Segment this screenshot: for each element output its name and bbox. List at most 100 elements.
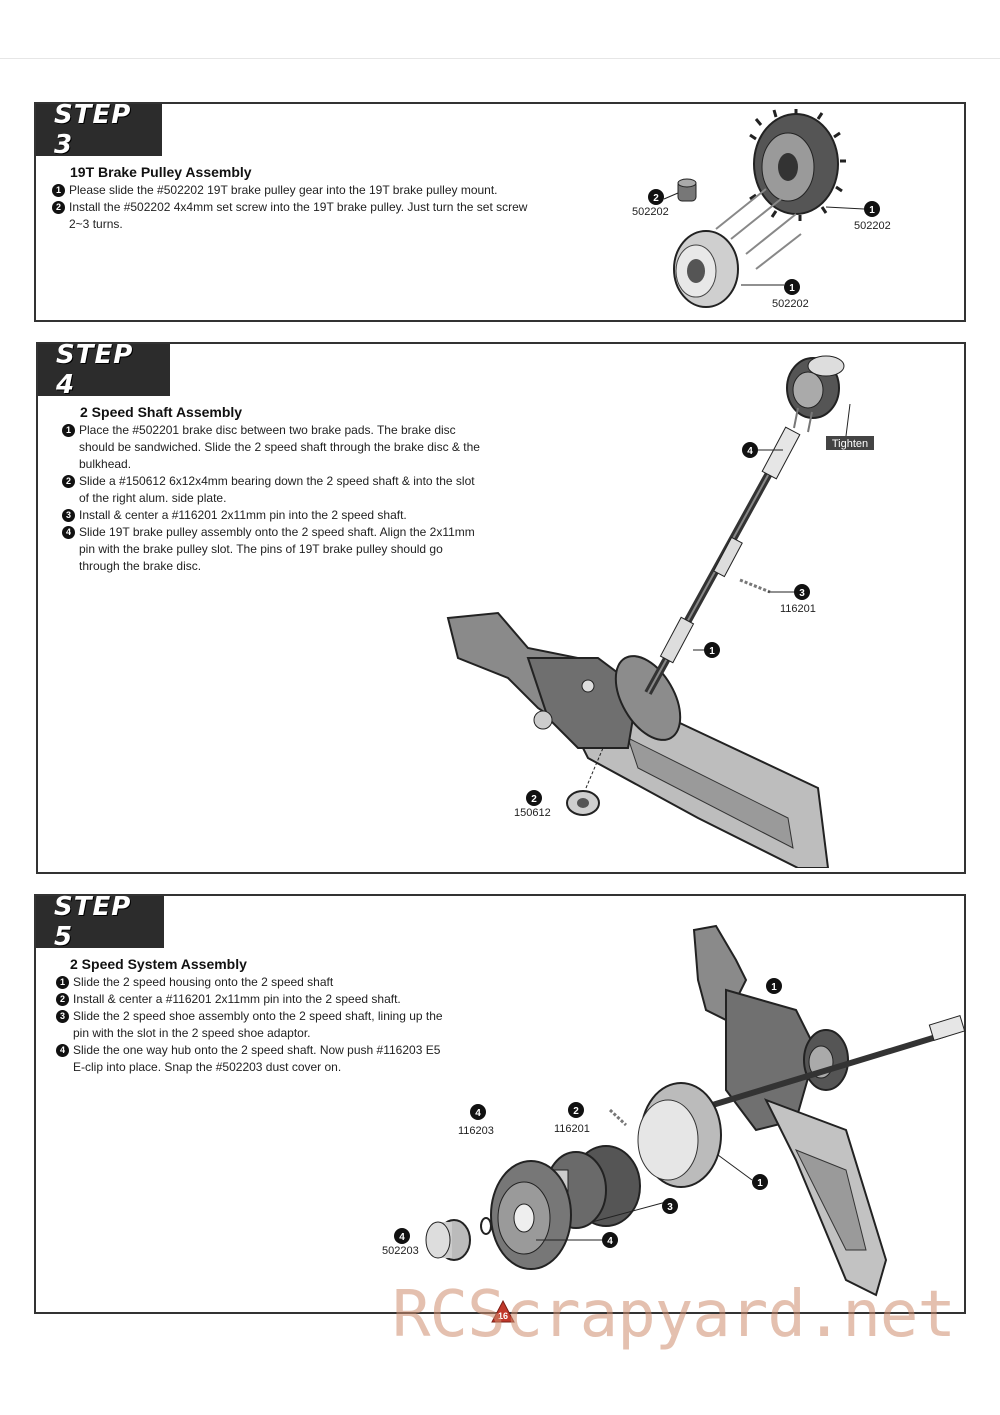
step3-callout-2-number: 2	[653, 193, 659, 204]
step5-instruction-1-number: 1	[56, 976, 69, 989]
step4-instruction-3-text: Install & center a #116201 2x11mm pin in…	[79, 508, 407, 522]
step5-callout-1-top-number: 1	[771, 982, 777, 993]
step4-callout-2-number: 2	[531, 794, 537, 805]
step4-callout-2: 2 150612	[514, 790, 551, 819]
step4-instruction-4-number: 4	[62, 526, 75, 539]
step5-instruction-3-number: 3	[56, 1010, 69, 1023]
step4-instruction-4-text: Slide 19T brake pulley assembly onto the…	[79, 525, 475, 573]
set-screw	[677, 178, 697, 202]
step5-instructions: 1 Slide the 2 speed housing onto the 2 s…	[56, 974, 446, 1076]
page-border	[0, 58, 1000, 1359]
watermark: RCScrapyard.net	[392, 1278, 956, 1352]
step5-instruction-3: 3 Slide the 2 speed shoe assembly onto t…	[56, 1008, 446, 1042]
step5-instruction-2-number: 2	[56, 993, 69, 1006]
step5-callout-3: 3	[662, 1198, 678, 1214]
guide-pins	[715, 188, 802, 270]
step4-instruction-2-text: Slide a #150612 6x12x4mm bearing down th…	[79, 474, 475, 505]
step3-title: 19T Brake Pulley Assembly	[70, 164, 252, 180]
step5-panel: STEP 5 2 Speed System Assembly 1 Slide t…	[34, 892, 966, 1314]
step4-instruction-2-number: 2	[62, 475, 75, 488]
brake-pulley-gear	[749, 109, 846, 221]
step4-instruction-1-text: Place the #502201 brake disc between two…	[79, 423, 480, 471]
step4-callout-3: 3 116201	[780, 584, 816, 615]
step4-instruction-2: 2 Slide a #150612 6x12x4mm bearing down …	[62, 473, 482, 507]
step3-instruction-2: 2 Install the #502202 4x4mm set screw in…	[52, 199, 542, 233]
step5-callout-2-number: 2	[573, 1106, 579, 1117]
step4-callout-2-part: 150612	[514, 807, 551, 819]
step4-tab: STEP 4	[38, 340, 170, 400]
step5-callout-2: 2 116201	[554, 1102, 590, 1135]
step5-instruction-1-text: Slide the 2 speed housing onto the 2 spe…	[73, 975, 334, 989]
step5-callout-4-gear-part: 116203	[458, 1125, 494, 1137]
step5-diagram: 1 4 116203 2 116201 1 3 4 502203 4	[382, 924, 966, 1297]
step5-callout-4-cover-number: 4	[399, 1232, 405, 1243]
step4-instruction-3: 3 Install & center a #116201 2x11mm pin …	[62, 507, 482, 524]
page-number: 16	[498, 1311, 508, 1321]
step5-callout-2-part: 116201	[554, 1123, 590, 1135]
dust-cover	[425, 1219, 471, 1261]
step4-callout-4-number: 4	[747, 446, 753, 457]
step3-callout-1-mount-number: 1	[789, 283, 795, 294]
step4-callout-1-number: 1	[709, 646, 715, 657]
step3-callout-1-mount-part: 502202	[772, 298, 809, 310]
step5-callout-4-clip: 4	[602, 1232, 618, 1248]
step3-instruction-1: 1 Please slide the #502202 19T brake pul…	[52, 182, 542, 199]
step3-diagram: 2 502202 1 502202 1 502202	[632, 109, 891, 310]
step3-instructions: 1 Please slide the #502202 19T brake pul…	[52, 182, 542, 233]
e-clip	[480, 1217, 492, 1235]
step3-panel: STEP 3 19T Brake Pulley Assembly 1 Pleas…	[34, 100, 966, 322]
step3-callout-1-gear-number: 1	[869, 205, 875, 216]
bearing-150612	[566, 790, 600, 816]
tighten-label-box	[826, 436, 874, 450]
step4-instructions: 1 Place the #502201 brake disc between t…	[62, 422, 482, 575]
step4-panel: STEP 4 2 Speed Shaft Assembly 1 Place th…	[36, 340, 966, 874]
step3-instruction-2-text: Install the #502202 4x4mm set screw into…	[69, 200, 528, 231]
step4-title: 2 Speed Shaft Assembly	[80, 404, 243, 420]
pin-116201	[739, 578, 771, 594]
step4-callout-1: 1	[704, 642, 720, 658]
step5-instruction-4-number: 4	[56, 1044, 69, 1057]
spur-gear	[490, 1160, 572, 1270]
step5-instruction-3-text: Slide the 2 speed shoe assembly onto the…	[73, 1009, 443, 1040]
step5-instruction-2-text: Install & center a #116201 2x11mm pin in…	[73, 992, 401, 1006]
step3-callout-1-gear-part: 502202	[854, 220, 891, 232]
step3-tab: STEP 3	[36, 100, 162, 160]
step5-instruction-4: 4 Slide the one way hub onto the 2 speed…	[56, 1042, 446, 1076]
step3-callout-1-mount: 1 502202	[772, 279, 809, 310]
step5-instruction-1: 1 Slide the 2 speed housing onto the 2 s…	[56, 974, 446, 991]
bulkhead	[446, 611, 640, 749]
step3-callout-1-gear: 1 502202	[854, 201, 891, 232]
step5-callout-4-cover-part: 502203	[382, 1245, 419, 1257]
step4-instruction-1: 1 Place the #502201 brake disc between t…	[62, 422, 482, 473]
step4-instruction-1-number: 1	[62, 424, 75, 437]
step3-instruction-1-text: Please slide the #502202 19T brake pulle…	[69, 183, 498, 197]
tighten-label: Tighten	[832, 438, 868, 450]
step4-callout-3-part: 116201	[780, 603, 816, 615]
step4-instruction-3-number: 3	[62, 509, 75, 522]
step4-callout-4: 4	[742, 442, 758, 458]
step5-callout-4-gear: 4 116203	[458, 1104, 494, 1137]
brake-pulley-assembly	[786, 355, 845, 433]
step5-callout-4-clip-number: 4	[607, 1236, 613, 1247]
step5-callout-1-housing: 1	[752, 1174, 768, 1190]
step5-callout-3-number: 3	[667, 1202, 673, 1213]
two-speed-housing	[637, 1082, 722, 1188]
step4-diagram: Tighten 4 3 116201 1 2 150612	[446, 355, 874, 868]
step4-instruction-4: 4 Slide 19T brake pulley assembly onto t…	[62, 524, 482, 575]
step5-callout-4-gear-number: 4	[475, 1108, 481, 1119]
step5-title: 2 Speed System Assembly	[70, 956, 247, 972]
step5-tab: STEP 5	[36, 892, 164, 952]
page-number-badge: 16	[491, 1300, 515, 1323]
step5-callout-1-top: 1	[766, 978, 782, 994]
step3-callout-2: 2 502202	[632, 189, 669, 218]
step5-instruction-4-text: Slide the one way hub onto the 2 speed s…	[73, 1043, 441, 1074]
step5-pin	[608, 1108, 628, 1127]
step5-bulkhead	[692, 924, 888, 1297]
step5-shaft	[695, 1031, 947, 1113]
step3-callout-2-part: 502202	[632, 206, 669, 218]
step4-callout-3-number: 3	[799, 588, 805, 599]
step3-instruction-1-number: 1	[52, 184, 65, 197]
brake-pulley-mount	[673, 230, 739, 308]
step5-callout-1-housing-number: 1	[757, 1178, 763, 1189]
brake-disc	[614, 655, 682, 741]
